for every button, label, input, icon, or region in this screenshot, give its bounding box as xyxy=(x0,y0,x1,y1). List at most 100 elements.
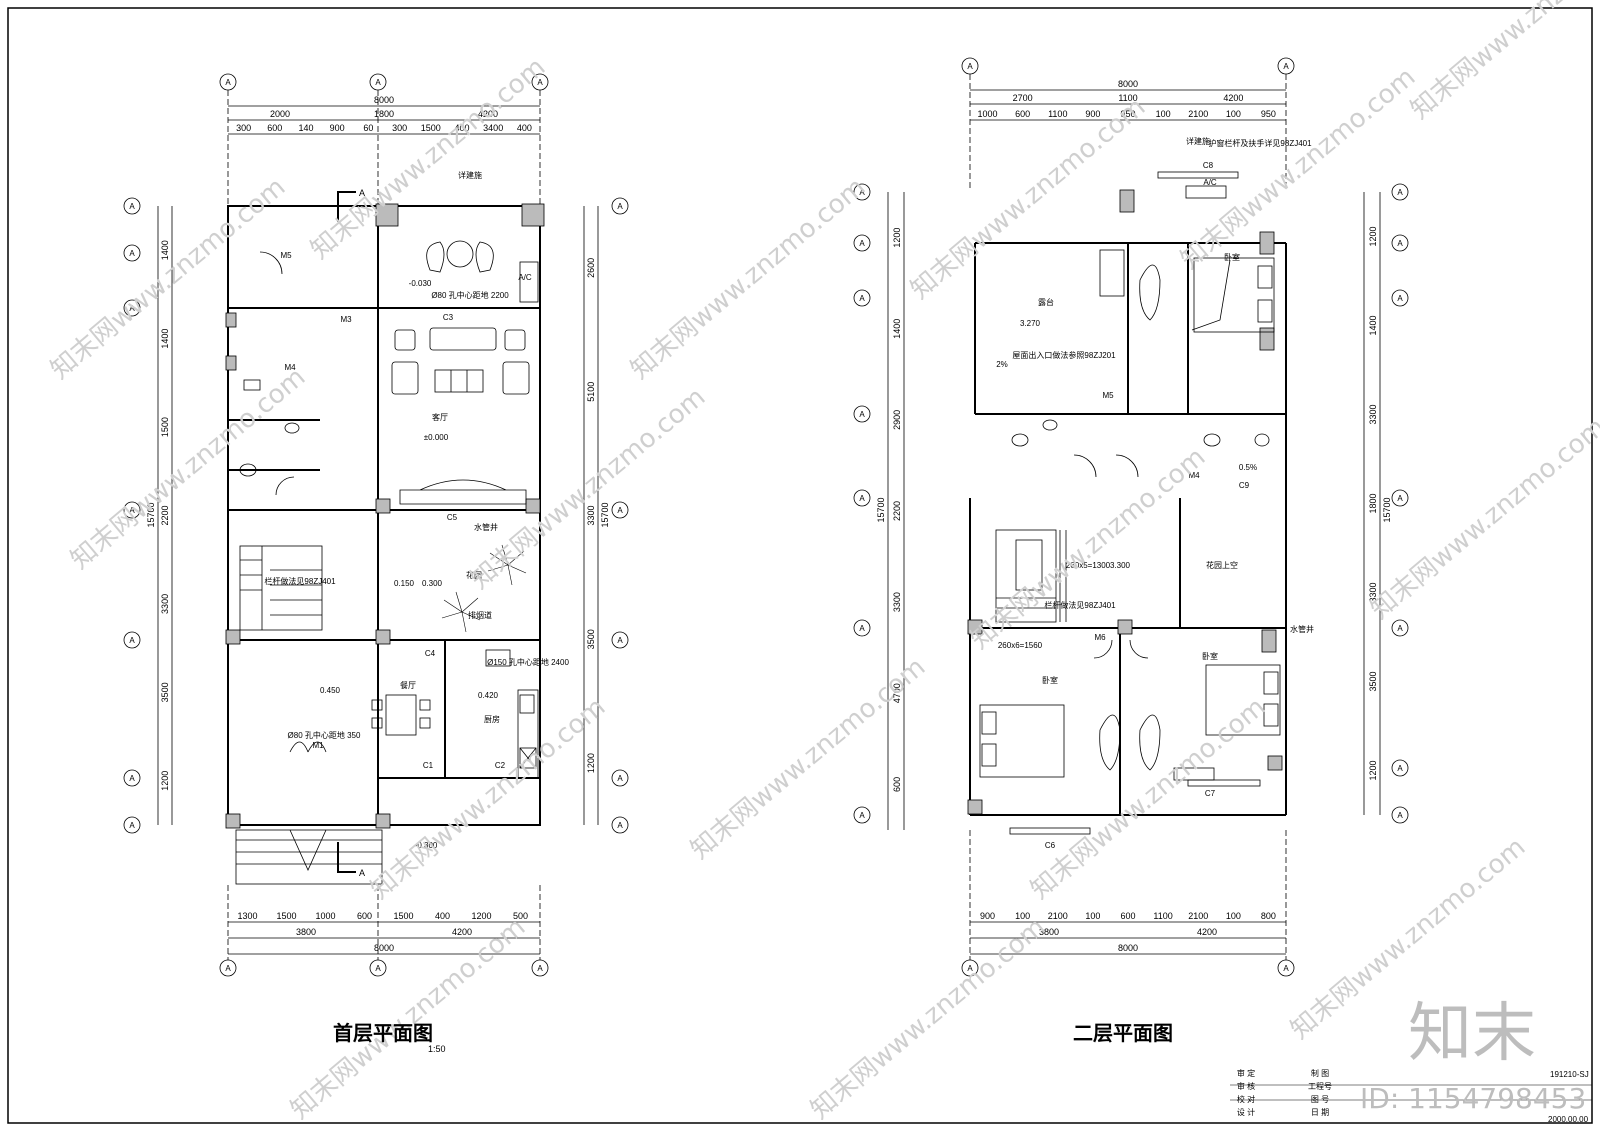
axis-bubbles-left-2 xyxy=(853,183,871,824)
bottom-dim: 3800 xyxy=(296,927,316,937)
top-dim-detail: 400 xyxy=(454,123,469,133)
axis-tag: A xyxy=(859,188,865,197)
plan-note-2: M5 xyxy=(1102,391,1114,400)
plan-note-2: C6 xyxy=(1045,841,1056,850)
axis-tag: A xyxy=(1397,764,1403,773)
door-m4 xyxy=(275,476,295,496)
watermark-text: 知末网www.znzmo.com xyxy=(1025,692,1271,905)
bottom-dim-detail-2: 100 xyxy=(1085,911,1100,921)
top-dim-detail-2: 100 xyxy=(1156,109,1171,119)
plan-note: 0.300 xyxy=(422,579,443,588)
top-dim-detail-2: 2100 xyxy=(1188,109,1208,119)
bottom-dim-detail-2: 600 xyxy=(1120,911,1135,921)
plan-note: C4 xyxy=(425,649,436,658)
axis-tag: A xyxy=(1397,239,1403,248)
top-dim-2: 2700 xyxy=(1013,93,1033,103)
bottom-dim-detail-2: 900 xyxy=(980,911,995,921)
right-dim: 5100 xyxy=(586,382,596,402)
plan-note-2: 护窗栏杆及扶手详见98ZJ401 xyxy=(1208,138,1312,148)
plan-note-2: 屋面出入口做法参照98ZJ201 xyxy=(1012,350,1116,360)
windows-2 xyxy=(1009,171,1261,835)
axis-tag: A xyxy=(129,202,135,211)
bed-bottom-left xyxy=(979,704,1065,778)
title-block xyxy=(1230,1084,1592,1101)
axis-tag: A xyxy=(859,494,865,503)
watermark-text: 知末网www.znzmo.com xyxy=(685,652,931,865)
bottom-dim-detail: 500 xyxy=(513,911,528,921)
top-dim-detail: 1500 xyxy=(421,123,441,133)
plan-note-2: 260x5=1300 xyxy=(1066,561,1111,570)
right-dim-2: 3300 xyxy=(1368,404,1378,424)
doors-2 xyxy=(1073,454,1149,659)
tea-table xyxy=(426,240,539,303)
bottom-dim-detail-2: 2100 xyxy=(1188,911,1208,921)
plan-note-2: A/C xyxy=(1203,178,1217,187)
axis-tag: A xyxy=(1397,188,1403,197)
plan-note: C1 xyxy=(423,761,434,770)
top-dim-detail: 60 xyxy=(363,123,373,133)
plan-note: 0.420 xyxy=(478,691,499,700)
left-dim-2: 600 xyxy=(892,777,902,792)
plan-note-2: 栏杆做法见98ZJ401 xyxy=(1044,600,1116,610)
plan-note: 详建施 xyxy=(458,170,482,180)
right-dim-2: 1800 xyxy=(1368,493,1378,513)
second-floor-plan xyxy=(853,57,1409,977)
plan-note-2: C8 xyxy=(1203,161,1214,170)
drawing-date: 2000.00.00 xyxy=(1548,1115,1589,1124)
top-dim: 2000 xyxy=(270,109,290,119)
top-dim-detail-2: 1100 xyxy=(1048,109,1067,119)
room-label: 花园 xyxy=(466,570,482,580)
top-dim-detail: 3400 xyxy=(483,123,503,133)
plan-note-2: 3.300 xyxy=(1110,561,1131,570)
plan-note: ±0.000 xyxy=(424,433,449,442)
right-dim-2: 1200 xyxy=(1368,760,1378,780)
plan-note: A/C xyxy=(518,273,532,282)
bottom-dim-detail-2: 800 xyxy=(1261,911,1276,921)
watermark-text: 知末网www.znzmo.com xyxy=(285,912,531,1125)
axis-tag: A xyxy=(617,774,623,783)
section-tag: A xyxy=(359,188,365,198)
axis-tag: A xyxy=(129,774,135,783)
title-block-field: 审 核 xyxy=(1237,1081,1255,1091)
room-label-2: 卧室 xyxy=(1042,675,1058,685)
axis-tag: A xyxy=(1397,294,1403,303)
bottom-dim-detail-2: 1100 xyxy=(1153,911,1172,921)
top-dim-detail-2: 950 xyxy=(1120,109,1135,119)
overall-depth-dim-right: 15700 xyxy=(600,502,610,527)
axis-tag: A xyxy=(967,964,973,973)
top-dim-detail: 140 xyxy=(298,123,313,133)
title-block-field: 制 图 xyxy=(1311,1068,1329,1078)
axis-tag: A xyxy=(375,964,381,973)
axis-tag: A xyxy=(859,239,865,248)
bottom-dim-2: 4200 xyxy=(1197,927,1217,937)
room-label-2: 露台 xyxy=(1038,297,1054,307)
top-dim-detail: 300 xyxy=(236,123,251,133)
overall-depth-dim: 15700 xyxy=(146,502,156,527)
room-label: 厨房 xyxy=(484,714,500,724)
plan-note: Ø80 孔中心距地 2200 xyxy=(431,290,509,300)
plan-note: C5 xyxy=(447,513,458,522)
second-floor-title: 二层平面图 xyxy=(1073,1021,1173,1045)
plan-note: Ø150 孔中心距地 2400 xyxy=(487,657,569,667)
bottom-dim: 4200 xyxy=(452,927,472,937)
watermark-text: 知末网www.znzmo.com xyxy=(465,382,711,595)
overall-width-dim-bottom-2: 8000 xyxy=(1118,943,1138,953)
right-dim: 3300 xyxy=(586,505,596,525)
axis-bubbles-right xyxy=(611,197,629,834)
left-dim: 1500 xyxy=(160,417,170,437)
axis-tag: A xyxy=(617,506,623,515)
right-dim-2: 3300 xyxy=(1368,582,1378,602)
first-floor-title: 首层平面图 xyxy=(333,1021,433,1045)
plan-note-2: M6 xyxy=(1094,633,1106,642)
watermark-text: 知末网www.znzmo.com xyxy=(45,172,291,385)
watermark-text: 知末网www.znzmo.com xyxy=(65,362,311,575)
axis-tag: A xyxy=(1283,964,1289,973)
axis-tag: A xyxy=(129,821,135,830)
plan-note: M5 xyxy=(280,251,292,260)
plan-note: M3 xyxy=(340,315,352,324)
stair-2 xyxy=(995,529,1067,623)
plan-note: C2 xyxy=(495,761,506,770)
structural-columns-2 xyxy=(967,189,1283,815)
first-floor-scale: 1:50 xyxy=(428,1044,446,1054)
